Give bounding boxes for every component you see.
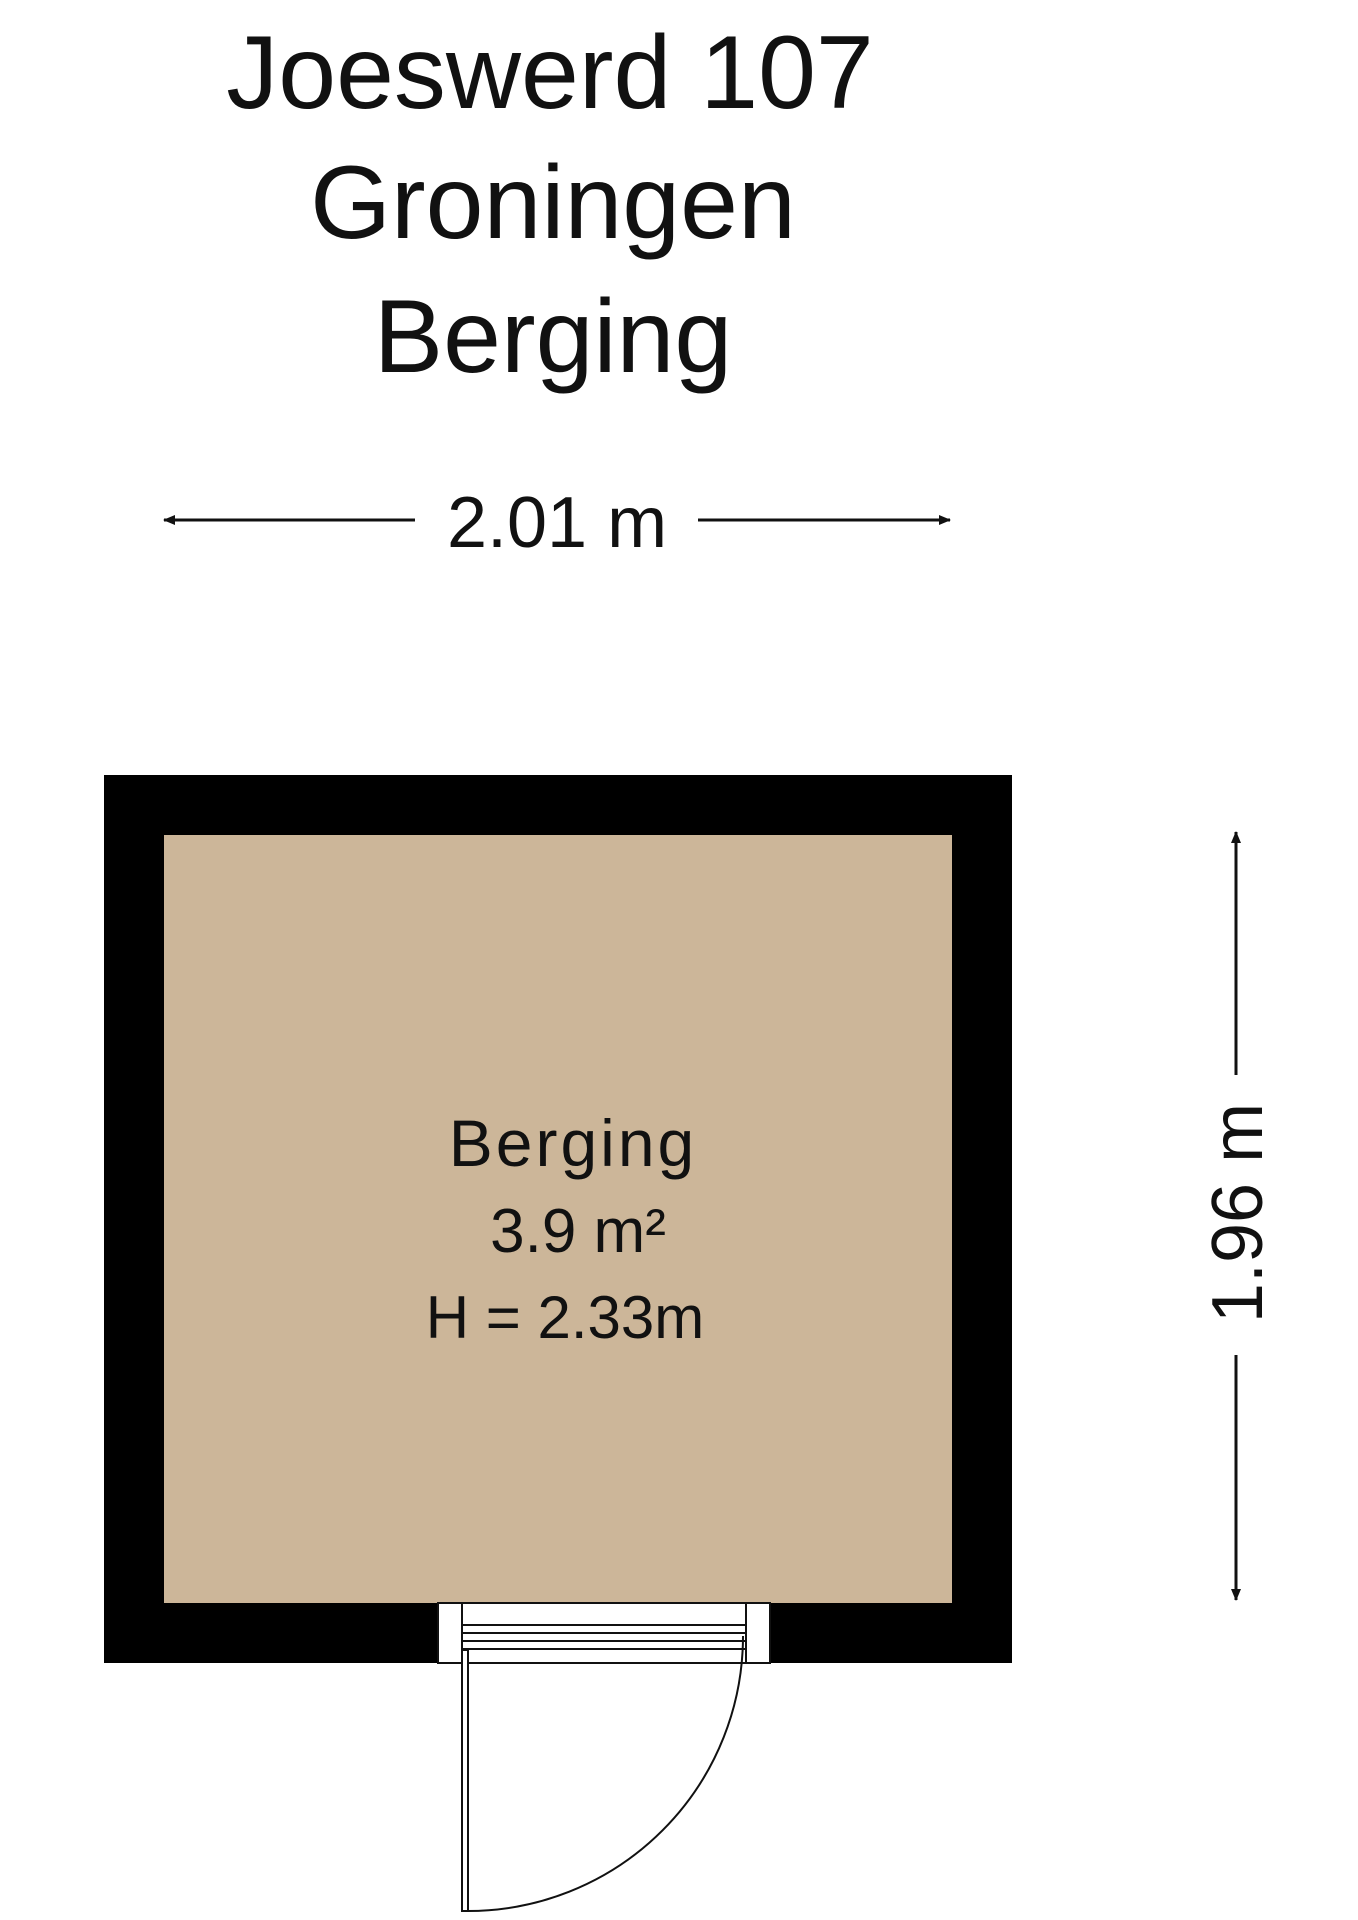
width-dimension: 2.01 m (163, 483, 951, 563)
wall-bottom-right (770, 1603, 1012, 1663)
room-label: Berging 3.9 m² H = 2.33m (426, 1106, 704, 1351)
room-floor (164, 835, 952, 1603)
height-dimension: 1.96 m (1198, 831, 1278, 1601)
wall-right (952, 775, 1012, 1663)
room-name: Berging (449, 1106, 698, 1180)
room-ceiling-height: H = 2.33m (426, 1284, 704, 1351)
city-title: Groningen (310, 145, 796, 261)
wall-top (104, 775, 1012, 835)
floor-title: Berging (374, 279, 732, 395)
width-dimension-label: 2.01 m (447, 483, 667, 563)
address-title: Joeswerd 107 (226, 15, 874, 131)
height-dimension-label: 1.96 m (1198, 1103, 1278, 1323)
room-area: 3.9 m² (490, 1197, 666, 1266)
door (437, 1602, 771, 1912)
wall-left (104, 775, 164, 1663)
walls (104, 775, 1012, 1663)
door-leaf (461, 1649, 469, 1912)
title-block: Joeswerd 107 Groningen Berging (226, 15, 874, 395)
wall-bottom-left (104, 1603, 438, 1663)
door-swing-arc (467, 1635, 744, 1912)
